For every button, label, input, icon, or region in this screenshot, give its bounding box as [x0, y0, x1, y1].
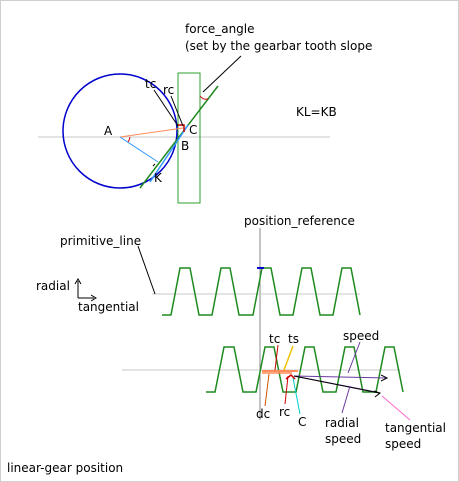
force-angle-arc	[199, 95, 209, 100]
leader-C-lower	[292, 377, 301, 415]
angle-marker-lower	[285, 373, 296, 380]
leader-tangential-speed	[381, 395, 411, 421]
label-radial: radial	[36, 279, 70, 293]
label-dc: dc	[256, 407, 270, 421]
leader-rc	[170, 95, 184, 127]
leader-tc-lower	[274, 344, 279, 371]
tangential-speed-vector	[293, 375, 380, 394]
tangential-arrowhead	[90, 294, 97, 302]
leader-speed	[347, 341, 361, 374]
label-K: K	[154, 171, 163, 185]
tooth-flank-line	[139, 85, 219, 189]
speed-vector	[293, 375, 387, 379]
label-speed: speed	[343, 329, 379, 343]
label-rc: rc	[163, 83, 174, 97]
label-rc-lower: rc	[279, 405, 290, 419]
leader-K	[152, 163, 156, 167]
label-force-angle-note: (set by the gearbar tooth slope	[185, 39, 372, 53]
label-ts: ts	[288, 332, 299, 346]
caption: linear-gear position	[7, 461, 123, 475]
leader-rc-lower	[284, 375, 289, 405]
label-tangential: tangential	[78, 300, 139, 314]
radial-arrowhead	[74, 278, 82, 285]
leader-radial-speed	[341, 385, 351, 414]
label-C: C	[189, 123, 197, 137]
label-C-lower: C	[298, 415, 306, 429]
radius-line-AC	[119, 127, 184, 138]
label-position-reference: position_reference	[244, 214, 355, 228]
tangential-speed-arrowhead	[373, 390, 382, 398]
radius-line-AK	[119, 136, 159, 163]
label-tangential-speed-2: speed	[385, 437, 421, 451]
rack-upper	[162, 267, 361, 316]
label-radial-speed-2: speed	[325, 432, 361, 446]
leader-primitive-line	[137, 245, 156, 295]
speed-arrowhead	[380, 374, 389, 382]
leader-ts	[283, 345, 294, 371]
angle-arc-A	[127, 136, 131, 143]
label-B: B	[181, 139, 189, 153]
gear-circle	[62, 73, 178, 189]
leader-tc	[153, 89, 179, 127]
tangent-line	[149, 124, 189, 183]
label-tangential-speed-1: tangential	[385, 421, 446, 435]
label-tc: tc	[145, 77, 156, 91]
leader-force-angle	[202, 55, 242, 93]
label-force-angle: force_angle	[185, 22, 255, 36]
angle-marker-C	[178, 124, 185, 132]
label-tc-lower: tc	[269, 332, 280, 346]
label-radial-speed-1: radial	[325, 416, 359, 430]
label-kl-kb: KL=KB	[296, 105, 337, 119]
label-A: A	[104, 124, 113, 138]
leader-dc	[264, 373, 270, 407]
label-primitive-line: primitive_line	[60, 234, 141, 248]
gearbar-rect	[177, 72, 201, 204]
